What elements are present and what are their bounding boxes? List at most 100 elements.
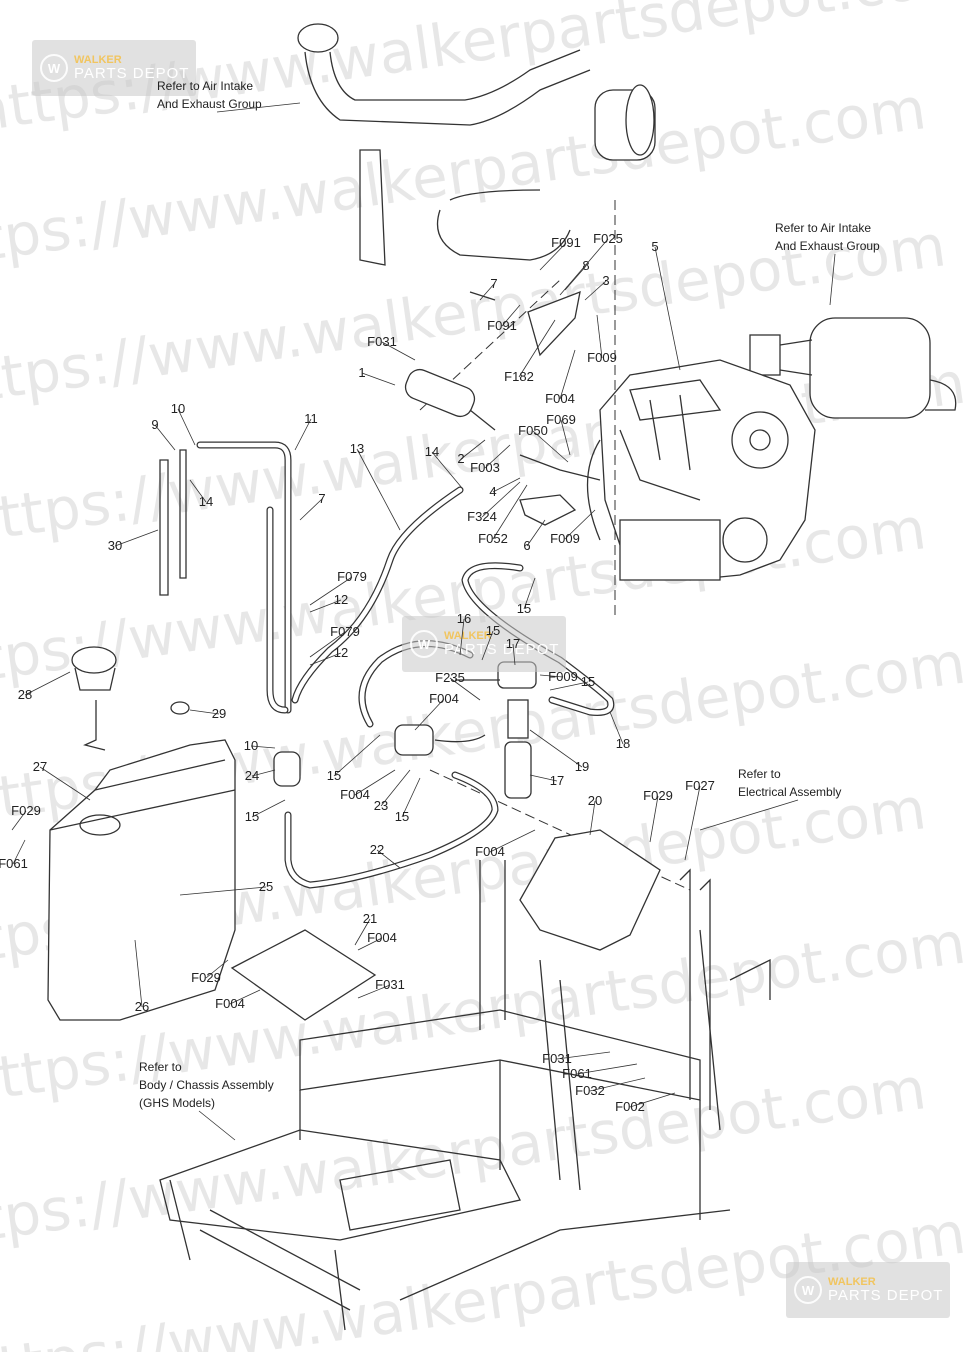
callout-15: 15 [486, 623, 500, 638]
engine [586, 359, 816, 581]
chassis-frame [159, 860, 771, 1331]
callout-f002: F002 [615, 1099, 645, 1114]
callout-6: 6 [523, 538, 530, 553]
callout-f061: F061 [562, 1066, 592, 1081]
callout-f009: F009 [587, 350, 617, 365]
leader-line [629, 1092, 676, 1108]
leader-line [539, 242, 567, 271]
callout-f029: F029 [643, 788, 673, 803]
callout-16: 16 [457, 611, 471, 626]
logo-w-icon: W [410, 630, 438, 658]
leader-line [684, 785, 701, 861]
callout-f003: F003 [470, 460, 500, 475]
callout-12: 12 [334, 592, 348, 607]
leader-line [609, 711, 624, 745]
leader-line [654, 246, 681, 371]
leader-line [459, 618, 465, 656]
leader-line [309, 599, 342, 613]
leader-line [294, 418, 312, 451]
callout-28: 28 [18, 687, 32, 702]
leader-line [24, 671, 71, 696]
leader-line [649, 795, 659, 843]
leader-line [492, 477, 521, 493]
callout-15: 15 [395, 809, 409, 824]
leader-line [309, 652, 342, 666]
leader-line [484, 444, 511, 469]
callout-27: 27 [33, 759, 47, 774]
callout-f004: F004 [475, 844, 505, 859]
callout-f031: F031 [367, 334, 397, 349]
callout-f004: F004 [367, 930, 397, 945]
callout-f004: F004 [545, 391, 575, 406]
leader-line [523, 577, 536, 610]
leader-line [309, 576, 353, 606]
leader-line [134, 939, 143, 1008]
leader-line [512, 643, 516, 666]
muffler [749, 317, 957, 419]
centerline [429, 769, 691, 891]
callout-30: 30 [108, 538, 122, 553]
callout-9: 9 [151, 417, 158, 432]
callout-f029: F029 [11, 803, 41, 818]
callout-f069: F069 [546, 412, 576, 427]
leader-line [354, 769, 396, 796]
leader-line [532, 430, 569, 463]
callout-26: 26 [135, 999, 149, 1014]
fuel-shutoff-solenoid [404, 290, 601, 526]
callout-f031: F031 [542, 1051, 572, 1066]
leader-line [333, 734, 381, 777]
callout-21: 21 [363, 911, 377, 926]
leader-line [449, 677, 481, 701]
leader-line [431, 451, 463, 489]
air-intake-pipe [297, 23, 656, 266]
leader-line [189, 479, 207, 503]
callout-f079: F079 [330, 624, 360, 639]
callout-f004: F004 [340, 787, 370, 802]
leader-line [12, 839, 26, 865]
leader-line [481, 481, 521, 518]
callout-15: 15 [581, 674, 595, 689]
callout-f061: F061 [0, 856, 28, 871]
leader-line [560, 419, 571, 456]
callout-f027: F027 [685, 778, 715, 793]
leader-line [414, 698, 445, 731]
callout-10: 10 [244, 738, 258, 753]
callout-17: 17 [506, 636, 520, 651]
leader-line [492, 484, 528, 540]
callout-f079: F079 [337, 569, 367, 584]
callout-18: 18 [616, 736, 630, 751]
callout-14: 14 [199, 494, 213, 509]
callout-f091: F091 [487, 318, 517, 333]
leader-line [479, 283, 495, 301]
callout-5: 5 [651, 239, 658, 254]
leader-line [299, 498, 323, 521]
callout-12: 12 [334, 645, 348, 660]
battery-tray [230, 829, 661, 1021]
leader-line [250, 745, 276, 749]
callout-f031: F031 [375, 977, 405, 992]
fuel-tank [47, 646, 236, 1021]
callout-2: 2 [457, 451, 464, 466]
leader-line [361, 372, 396, 386]
leader-line [559, 349, 576, 400]
callout-10: 10 [171, 401, 185, 416]
callout-3: 3 [602, 273, 609, 288]
callout-f004: F004 [429, 691, 459, 706]
leader-line [154, 424, 176, 451]
leader-line [564, 509, 596, 540]
callout-1: 1 [358, 365, 365, 380]
leader-line [39, 766, 91, 801]
leader-line [251, 799, 286, 818]
leader-line [354, 918, 371, 946]
leader-line [357, 937, 383, 951]
leader-line [179, 886, 267, 896]
callout-f029: F029 [191, 970, 221, 985]
leader-line [381, 341, 416, 361]
leader-line [376, 849, 401, 869]
callout-15: 15 [327, 768, 341, 783]
logo-w-icon: W [40, 54, 68, 82]
